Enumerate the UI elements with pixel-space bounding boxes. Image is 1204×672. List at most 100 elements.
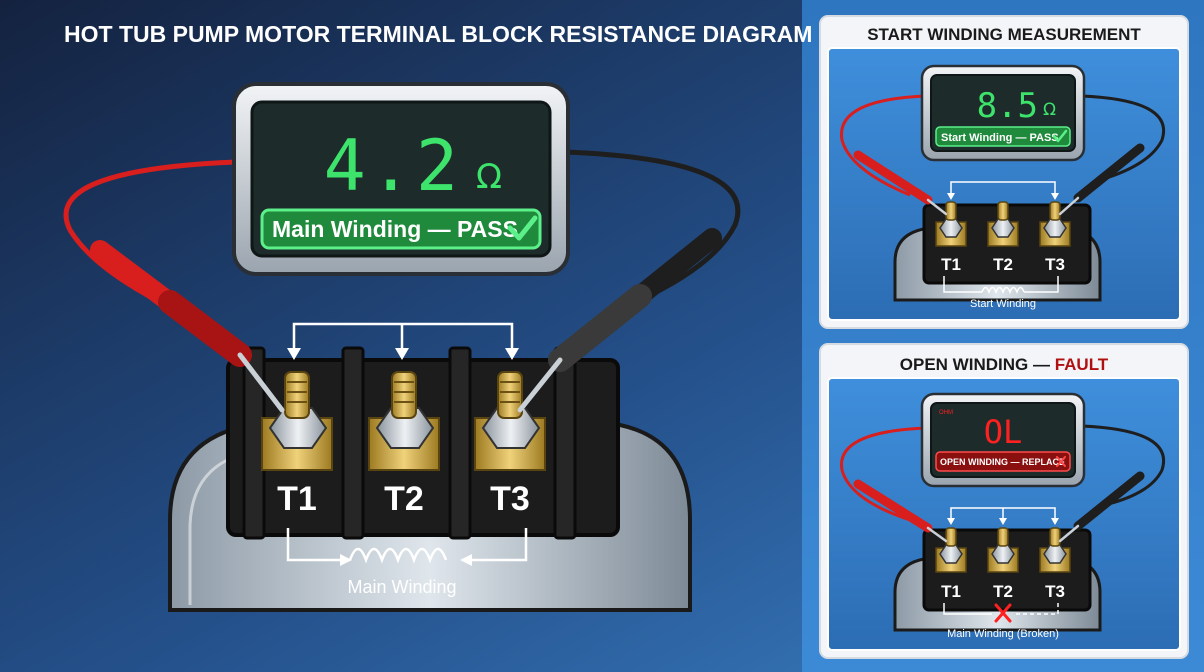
terminal-label-t2: T2	[993, 582, 1013, 601]
winding-label: Main Winding	[347, 577, 456, 597]
terminal-t3	[1039, 201, 1071, 247]
arrow-head	[947, 193, 955, 200]
black-probe-tip	[1058, 196, 1080, 216]
check-icon	[507, 215, 538, 241]
status-text: Start Winding — PASS	[941, 132, 1059, 144]
top-connection-arrows	[950, 181, 1056, 196]
terminal-stud	[391, 371, 417, 419]
status-text: Main Winding — PASS	[272, 216, 518, 242]
x-icon	[1056, 456, 1066, 467]
terminal-stud	[1049, 527, 1061, 547]
meter-unit: Ω	[476, 157, 502, 197]
terminal-nut	[939, 544, 963, 564]
terminal-stud	[497, 371, 523, 419]
coil-icon	[348, 547, 448, 564]
red-probe-wire	[840, 94, 926, 197]
meter-reading: OL	[984, 413, 1023, 451]
terminal-t2	[987, 201, 1019, 247]
terminal-stud	[1049, 201, 1061, 221]
main-scene: T1 T2 T3 Main Winding	[63, 82, 741, 612]
red-probe-wire	[840, 426, 926, 522]
red-probe-tip	[237, 352, 285, 413]
terminal-nut	[1043, 218, 1067, 238]
arrow-head	[460, 554, 472, 566]
red-probe-tip	[926, 526, 948, 543]
panel-title: START WINDING MEASUREMENT	[867, 25, 1141, 44]
terminal-nut	[1043, 544, 1067, 564]
black-probe	[1058, 471, 1145, 543]
arrow-head	[1051, 193, 1059, 200]
terminal-stud	[997, 201, 1009, 221]
black-probe-wire	[565, 149, 741, 303]
terminal-t3	[1039, 527, 1071, 573]
black-probe-tip	[517, 357, 563, 413]
winding-bracket	[943, 276, 1059, 295]
terminal-stud	[945, 527, 957, 547]
block-divider	[341, 346, 365, 540]
red-probe	[853, 479, 948, 543]
arrow-head	[947, 518, 955, 525]
arrow-head	[1051, 518, 1059, 525]
panel-title-fault: FAULT	[1055, 355, 1109, 374]
terminal-t1	[935, 201, 967, 247]
terminal-label-t2: T2	[993, 255, 1013, 274]
terminal-t1	[935, 527, 967, 573]
page-title: HOT TUB PUMP MOTOR TERMINAL BLOCK RESIST…	[64, 21, 812, 47]
winding-bracket	[286, 528, 528, 564]
panel-title-prefix: OPEN WINDING —	[900, 355, 1055, 374]
terminal-label-t1: T1	[941, 255, 961, 274]
status-bar	[260, 208, 542, 250]
terminal-label-t3: T3	[1045, 582, 1065, 601]
terminal-t2	[987, 527, 1019, 573]
fault-multimeter: OHM OL OPEN WINDING — REPLACE	[920, 392, 1086, 488]
terminal-label-t3: T3	[490, 480, 530, 518]
arrow-head	[505, 348, 519, 360]
black-probe-wire	[1081, 94, 1165, 182]
status-bar	[935, 126, 1071, 147]
open-winding-panel: OPEN WINDING — FAULT T1 T2 T3	[819, 343, 1189, 659]
start-multimeter: 8.5 Ω Start Winding — PASS	[920, 64, 1086, 162]
coil-icon	[981, 286, 1025, 295]
terminal-label-t2: T2	[384, 480, 424, 518]
panel-title: OPEN WINDING — FAULT	[900, 355, 1109, 374]
block-divider	[553, 346, 577, 540]
arrow-head	[395, 348, 409, 360]
status-text: OPEN WINDING — REPLACE	[940, 457, 1065, 467]
terminal-label-t1: T1	[941, 582, 961, 601]
terminal-t3	[474, 371, 546, 471]
arrow-head	[287, 348, 301, 360]
winding-label: Main Winding (Broken)	[947, 628, 1059, 640]
winding-label: Start Winding	[970, 298, 1036, 310]
broken-winding-bracket	[943, 603, 1059, 615]
main-multimeter: 4.2 Ω Main Winding — PASS	[232, 82, 570, 276]
meter-reading: 8.5	[977, 86, 1038, 126]
meter-reading: 4.2	[324, 125, 462, 207]
red-probe-tip	[926, 198, 948, 216]
terminal-label-t3: T3	[1045, 255, 1065, 274]
terminal-t2	[368, 371, 440, 471]
terminal-stud	[945, 201, 957, 221]
meter-unit: Ω	[1043, 100, 1056, 120]
check-icon	[1052, 129, 1068, 143]
black-probe-wire	[1081, 424, 1165, 508]
terminal-stud	[997, 527, 1009, 547]
terminal-nut	[991, 218, 1015, 238]
status-bar	[935, 451, 1071, 472]
arrow-head	[340, 554, 352, 566]
red-probe	[90, 240, 285, 413]
black-probe	[1058, 143, 1145, 216]
start-winding-panel: START WINDING MEASUREMENT T1 T2 T3	[819, 15, 1189, 329]
terminal-label-t1: T1	[277, 480, 317, 518]
meter-corner-label: OHM	[939, 410, 953, 416]
terminal-nut	[991, 544, 1015, 564]
block-divider	[448, 346, 472, 540]
terminal-nut	[939, 218, 963, 238]
arrow-head	[999, 518, 1007, 525]
break-x-icon	[994, 603, 1012, 623]
terminal-stud	[284, 371, 310, 419]
black-probe-tip	[1058, 524, 1080, 543]
black-probe	[517, 228, 722, 413]
red-probe	[853, 150, 948, 216]
terminal-t1	[261, 371, 333, 471]
